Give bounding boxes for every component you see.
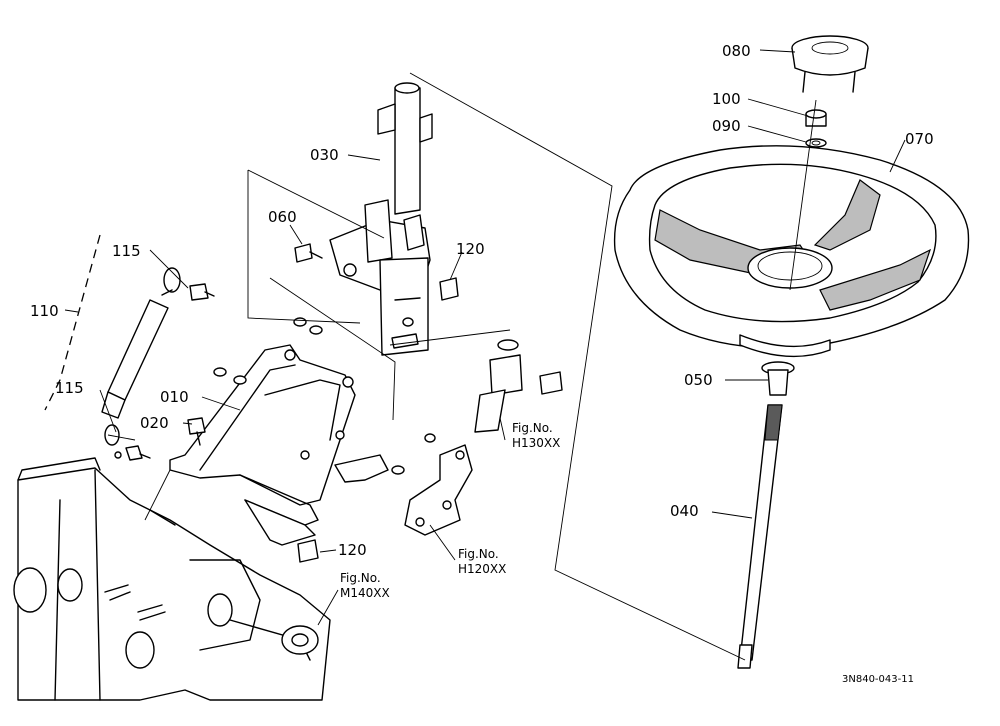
fasteners	[114, 243, 459, 563]
bushing-050	[761, 361, 795, 396]
label-090: 090	[712, 117, 741, 135]
label-120-bottom: 120	[338, 541, 367, 559]
diagram-code: 3N840-043-11	[842, 674, 914, 685]
label-115-top: 115	[112, 242, 141, 260]
steering-column-030	[329, 82, 433, 356]
label-120-top: 120	[456, 240, 485, 258]
label-080: 080	[722, 42, 751, 60]
steering-wheel-070	[613, 145, 970, 358]
universal-joint	[474, 339, 563, 433]
label-110: 110	[30, 302, 59, 320]
horn-cap-080	[791, 35, 869, 93]
tractor-frame	[13, 457, 331, 701]
label-070: 070	[905, 130, 934, 148]
label-020: 020	[140, 414, 169, 432]
fig-ref-h130-line1: Fig.No.	[512, 421, 553, 435]
fig-ref-h120-line2: H120XX	[458, 562, 506, 576]
washer-090	[805, 138, 827, 148]
link-plate	[334, 444, 473, 536]
label-010: 010	[160, 388, 189, 406]
label-100: 100	[712, 90, 741, 108]
fig-ref-m140-line2: M140XX	[340, 586, 390, 600]
leader-lines	[64, 49, 906, 626]
assembly-lines	[44, 72, 817, 661]
fig-ref-h120-line1: Fig.No.	[458, 547, 499, 561]
label-030: 030	[310, 146, 339, 164]
fig-ref-h130-line2: H130XX	[512, 436, 560, 450]
label-040: 040	[670, 502, 699, 520]
nut-100	[805, 109, 827, 127]
bracket-010	[169, 344, 356, 546]
label-115-bottom: 115	[55, 379, 84, 397]
label-060: 060	[268, 208, 297, 226]
fig-ref-m140-line1: Fig.No.	[340, 571, 381, 585]
label-050: 050	[684, 371, 713, 389]
steering-shaft-040	[737, 404, 783, 669]
